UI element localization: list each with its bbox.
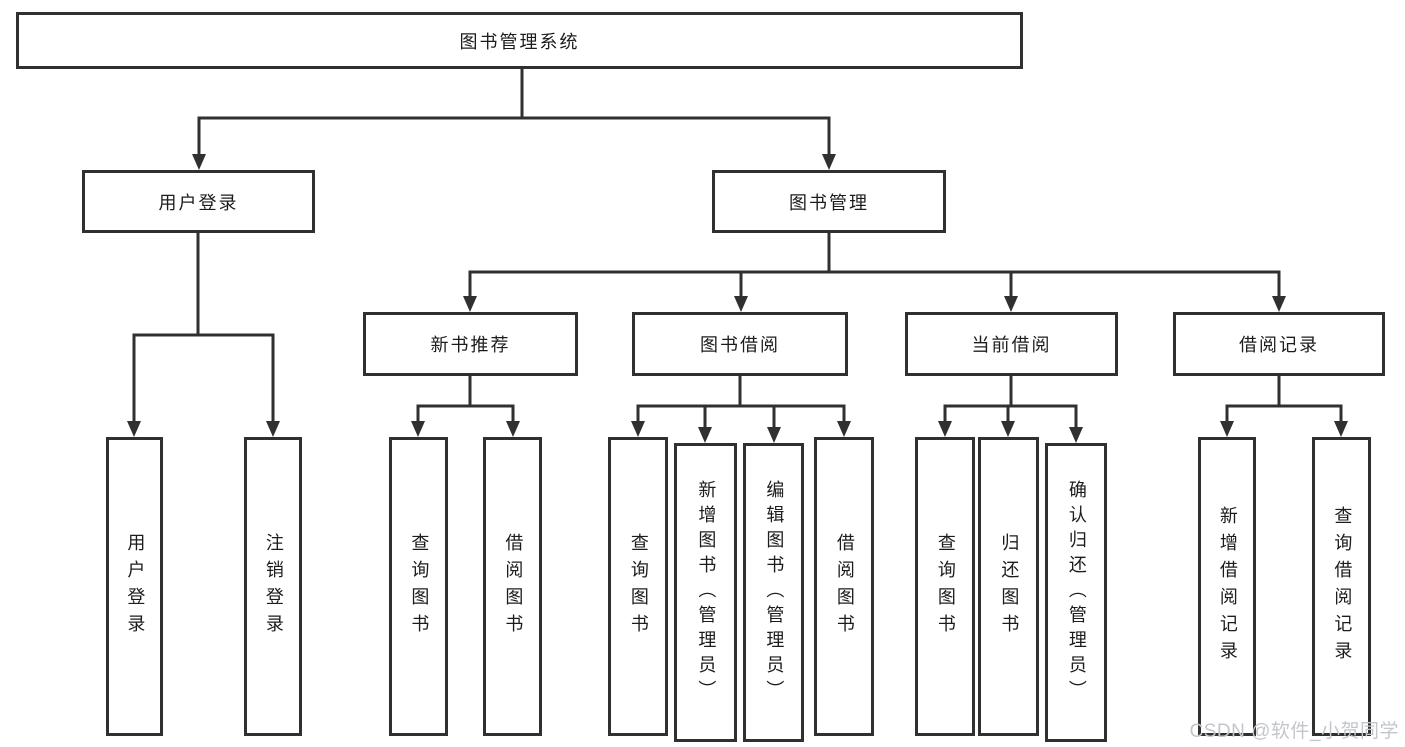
node-leaf-query-books-3-label: 查询图书 xyxy=(935,532,956,641)
node-root: 图书管理系统 xyxy=(16,12,1023,69)
node-book-borrow-label: 图书借阅 xyxy=(700,335,780,355)
node-leaf-borrow-books-2: 借阅图书 xyxy=(814,437,874,736)
node-leaf-edit-book-admin: 编辑图书（管理员） xyxy=(743,443,804,742)
node-leaf-query-borrow-record: 查询借阅记录 xyxy=(1312,437,1371,736)
node-leaf-query-books-1-label: 查询图书 xyxy=(409,532,430,641)
node-leaf-borrow-books-1-label: 借阅图书 xyxy=(503,532,524,641)
node-leaf-logout-label: 注销登录 xyxy=(263,532,284,641)
node-root-label: 图书管理系统 xyxy=(459,31,580,52)
node-current-borrow: 当前借阅 xyxy=(905,312,1118,376)
node-book-borrow: 图书借阅 xyxy=(632,312,848,376)
node-book-management: 图书管理 xyxy=(712,170,946,233)
node-leaf-add-book-admin-label: 新增图书（管理员） xyxy=(696,480,717,705)
node-leaf-add-borrow-record: 新增借阅记录 xyxy=(1198,437,1256,736)
node-leaf-user-login-label: 用户登录 xyxy=(125,532,146,641)
node-new-book-recommend-label: 新书推荐 xyxy=(430,335,511,355)
node-leaf-return-books-label: 归还图书 xyxy=(999,532,1020,641)
node-leaf-query-books-2: 查询图书 xyxy=(608,437,668,736)
node-leaf-add-borrow-record-label: 新增借阅记录 xyxy=(1217,505,1238,668)
node-borrow-records: 借阅记录 xyxy=(1173,312,1385,376)
node-leaf-confirm-return-admin-label: 确认归还（管理员） xyxy=(1066,480,1087,705)
node-leaf-query-borrow-record-label: 查询借阅记录 xyxy=(1332,505,1353,668)
node-book-management-label: 图书管理 xyxy=(789,192,869,213)
node-leaf-query-books-2-label: 查询图书 xyxy=(628,532,649,641)
watermark-text: CSDN @软件_小贺同学 xyxy=(1189,721,1399,742)
node-current-borrow-label: 当前借阅 xyxy=(971,335,1052,355)
node-leaf-borrow-books-1: 借阅图书 xyxy=(483,437,542,736)
node-user-login-label: 用户登录 xyxy=(158,192,239,213)
node-leaf-query-books-1: 查询图书 xyxy=(389,437,448,736)
node-new-book-recommend: 新书推荐 xyxy=(363,312,578,376)
node-leaf-return-books: 归还图书 xyxy=(978,437,1039,736)
node-borrow-records-label: 借阅记录 xyxy=(1239,335,1319,355)
node-leaf-edit-book-admin-label: 编辑图书（管理员） xyxy=(764,480,785,705)
node-user-login: 用户登录 xyxy=(82,170,315,233)
node-leaf-add-book-admin: 新增图书（管理员） xyxy=(674,443,737,742)
node-leaf-query-books-3: 查询图书 xyxy=(915,437,975,736)
node-leaf-borrow-books-2-label: 借阅图书 xyxy=(834,532,855,641)
watermark: CSDN @软件_小贺同学 xyxy=(1190,716,1399,743)
node-leaf-logout: 注销登录 xyxy=(244,437,302,736)
node-leaf-confirm-return-admin: 确认归还（管理员） xyxy=(1045,443,1107,742)
node-leaf-user-login: 用户登录 xyxy=(106,437,163,736)
